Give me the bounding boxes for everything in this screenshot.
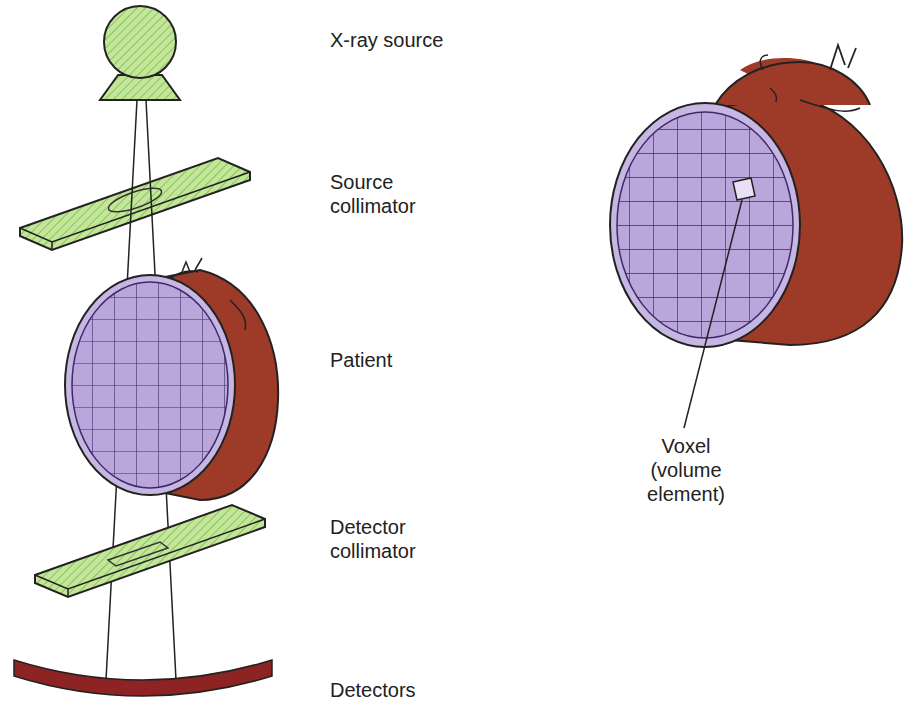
callout-label: Voxel (volume element) (640, 434, 732, 506)
part-label: X-ray source (330, 28, 530, 52)
part-label: Source collimator (330, 170, 460, 218)
xray-source (100, 6, 180, 100)
leader-line (684, 200, 742, 428)
voxel-cell (733, 178, 755, 200)
part-label: Detectors (330, 678, 530, 702)
part-label: Detector collimator (330, 515, 460, 563)
patient-figure-enlarged (605, 45, 902, 350)
part-label: Patient (330, 348, 530, 372)
source-collimator (20, 158, 250, 250)
patient-figure (60, 258, 278, 500)
detector-array (14, 660, 272, 696)
detector-collimator (35, 505, 265, 597)
